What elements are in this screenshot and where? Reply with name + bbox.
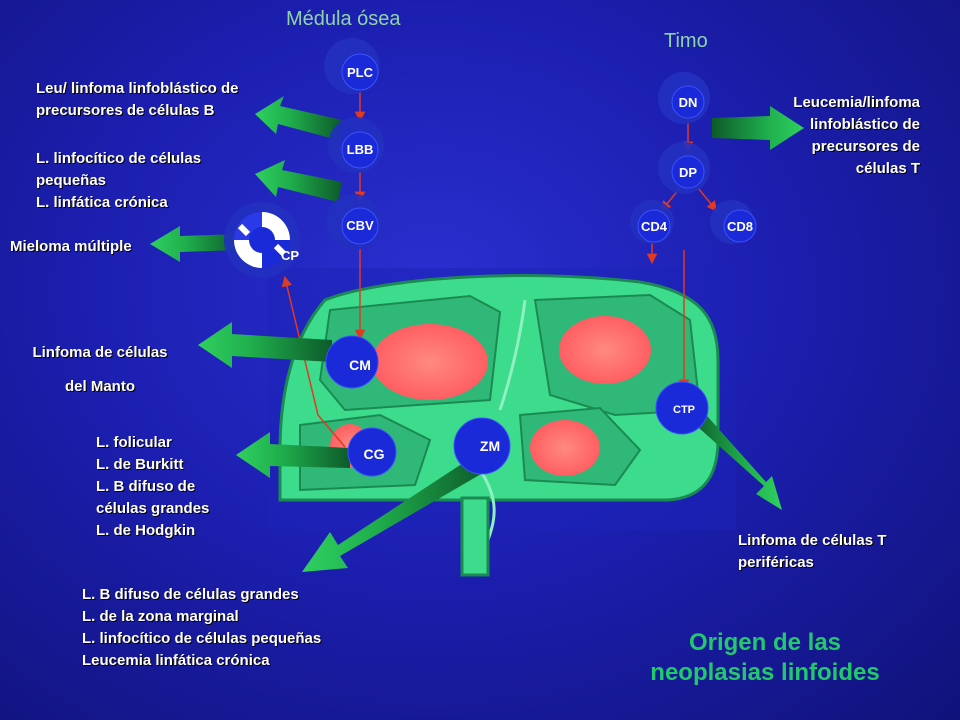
node-label-dn: DN bbox=[678, 95, 698, 110]
node-label-ctp: CTP bbox=[673, 404, 695, 416]
node-lbb bbox=[341, 131, 379, 169]
arrow-t-precursor bbox=[712, 106, 804, 150]
node-label-cm: CM bbox=[349, 357, 371, 373]
arrow-b-precursor bbox=[255, 96, 342, 140]
node-cp bbox=[234, 212, 290, 268]
node-ctp bbox=[655, 381, 709, 435]
thymus-header: Timo bbox=[664, 30, 708, 52]
node-cm bbox=[325, 335, 379, 389]
node-cbv bbox=[341, 207, 379, 245]
node-label-lbb: LBB bbox=[346, 142, 374, 157]
node-plc bbox=[341, 53, 379, 91]
node-dn bbox=[671, 85, 705, 119]
node-label-cg: CG bbox=[363, 446, 385, 462]
follicle bbox=[559, 316, 651, 384]
node-label-plc: PLC bbox=[347, 65, 373, 80]
bone-marrow-header: Médula ósea bbox=[286, 8, 401, 30]
node-label-cd4: CD4 bbox=[640, 219, 667, 234]
follicle bbox=[372, 324, 488, 400]
node-cd4 bbox=[637, 209, 671, 243]
node-label-zm: ZM bbox=[479, 438, 501, 454]
node-dp bbox=[671, 155, 705, 189]
follicle bbox=[530, 420, 600, 476]
node-cg bbox=[347, 427, 397, 477]
arrow-small-cell bbox=[255, 160, 342, 202]
arrow-peripheral-t bbox=[690, 408, 782, 510]
node-cd8 bbox=[723, 209, 757, 243]
node-label-cp: CP bbox=[280, 248, 300, 263]
node-label-cbv: CBV bbox=[346, 218, 374, 233]
label-myeloma: Mieloma múltiple bbox=[10, 238, 132, 255]
node-label-dp: DP bbox=[678, 165, 698, 180]
node-label-cd8: CD8 bbox=[726, 219, 753, 234]
arrow-myeloma bbox=[150, 226, 240, 262]
node-zm bbox=[453, 417, 511, 475]
arrow-follicular bbox=[236, 432, 350, 478]
green-arrows bbox=[150, 96, 804, 572]
arrow-marginal bbox=[302, 452, 488, 572]
arrow-mantle bbox=[198, 322, 332, 368]
